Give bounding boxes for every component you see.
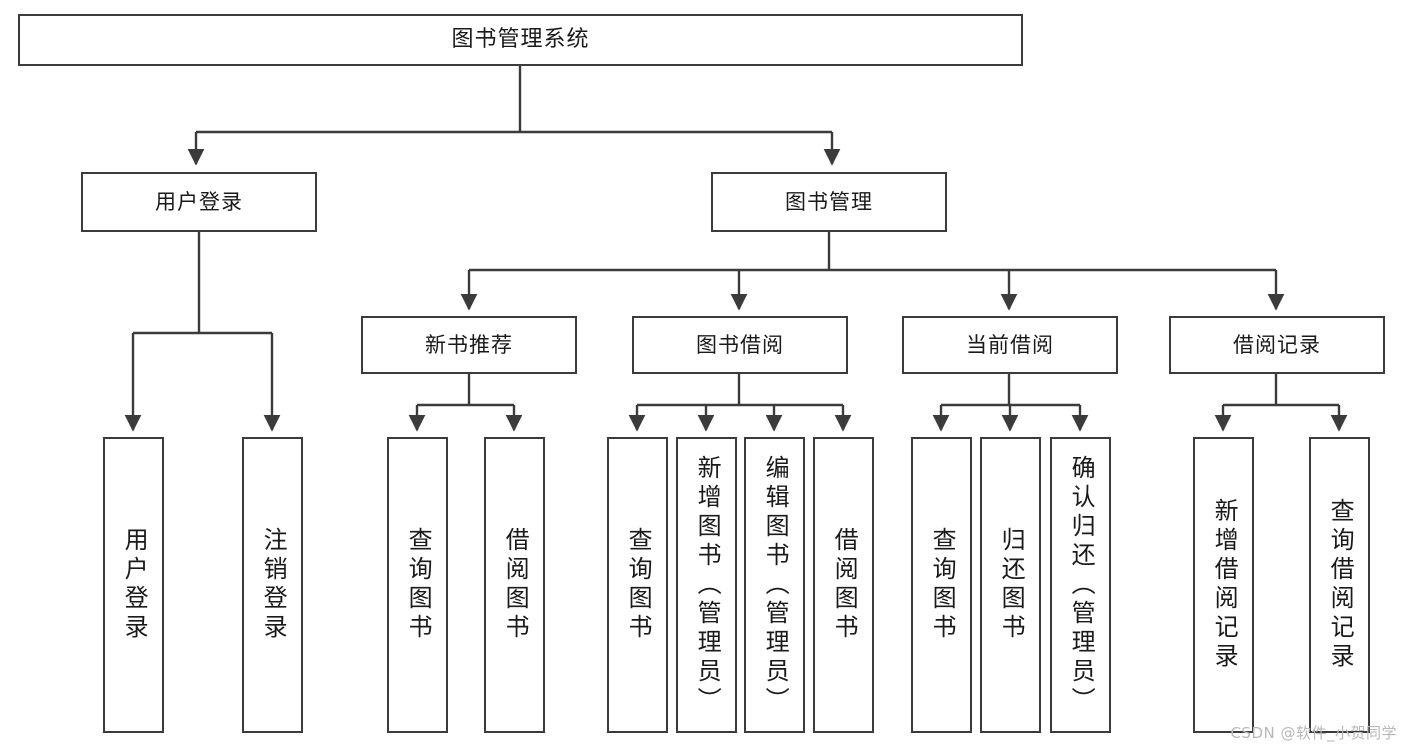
leaf-borrow-edit-book-admin[interactable]: 编辑图书（管理员）: [744, 437, 805, 733]
node-label: 当前借阅: [966, 332, 1054, 357]
node-label: 注销登录: [259, 527, 288, 643]
node-label: 图书管理: [785, 189, 873, 214]
leaf-current-return-book[interactable]: 归还图书: [980, 437, 1041, 733]
leaf-borrow-query-book[interactable]: 查询图书: [607, 437, 668, 733]
node-label: 归还图书: [997, 527, 1026, 643]
node-label: 图书管理系统: [451, 27, 590, 53]
leaf-recommend-query-book[interactable]: 查询图书: [387, 437, 448, 733]
leaf-record-add-record[interactable]: 新增借阅记录: [1193, 437, 1254, 733]
node-root-system[interactable]: 图书管理系统: [18, 14, 1023, 66]
leaf-borrow-add-book-admin[interactable]: 新增图书（管理员）: [676, 437, 737, 733]
csdn-watermark: CSDN @软件_小贺同学: [1230, 724, 1397, 742]
node-label: 查询图书: [404, 527, 433, 643]
node-borrow-record[interactable]: 借阅记录: [1169, 316, 1385, 374]
node-label: 查询借阅记录: [1326, 498, 1355, 672]
node-user-login[interactable]: 用户登录: [81, 172, 317, 232]
node-label: 新增借阅记录: [1210, 498, 1239, 672]
node-label: 用户登录: [120, 527, 149, 643]
node-book-management[interactable]: 图书管理: [711, 172, 947, 232]
node-label: 查询图书: [928, 527, 957, 643]
node-label: 借阅记录: [1233, 332, 1321, 357]
node-label: 图书借阅: [696, 332, 784, 357]
node-label: 借阅图书: [501, 527, 530, 643]
node-label: 新书推荐: [425, 332, 513, 357]
leaf-recommend-borrow-book[interactable]: 借阅图书: [484, 437, 545, 733]
node-label: 用户登录: [155, 189, 243, 214]
leaf-user-login-logout[interactable]: 注销登录: [242, 437, 303, 733]
node-label: 确认归还（管理员）: [1067, 454, 1096, 716]
leaf-current-confirm-return-admin[interactable]: 确认归还（管理员）: [1050, 437, 1111, 733]
node-book-borrow[interactable]: 图书借阅: [632, 316, 848, 374]
leaf-user-login-login[interactable]: 用户登录: [103, 437, 164, 733]
leaf-record-query-record[interactable]: 查询借阅记录: [1309, 437, 1370, 733]
node-current-borrow[interactable]: 当前借阅: [902, 316, 1118, 374]
node-label: 新增图书（管理员）: [693, 454, 722, 716]
leaf-borrow-borrow-book[interactable]: 借阅图书: [813, 437, 874, 733]
node-label: 查询图书: [624, 527, 653, 643]
node-label: 借阅图书: [830, 527, 859, 643]
node-new-book-recommend[interactable]: 新书推荐: [361, 316, 577, 374]
node-label: 编辑图书（管理员）: [761, 454, 790, 716]
leaf-current-query-book[interactable]: 查询图书: [911, 437, 972, 733]
